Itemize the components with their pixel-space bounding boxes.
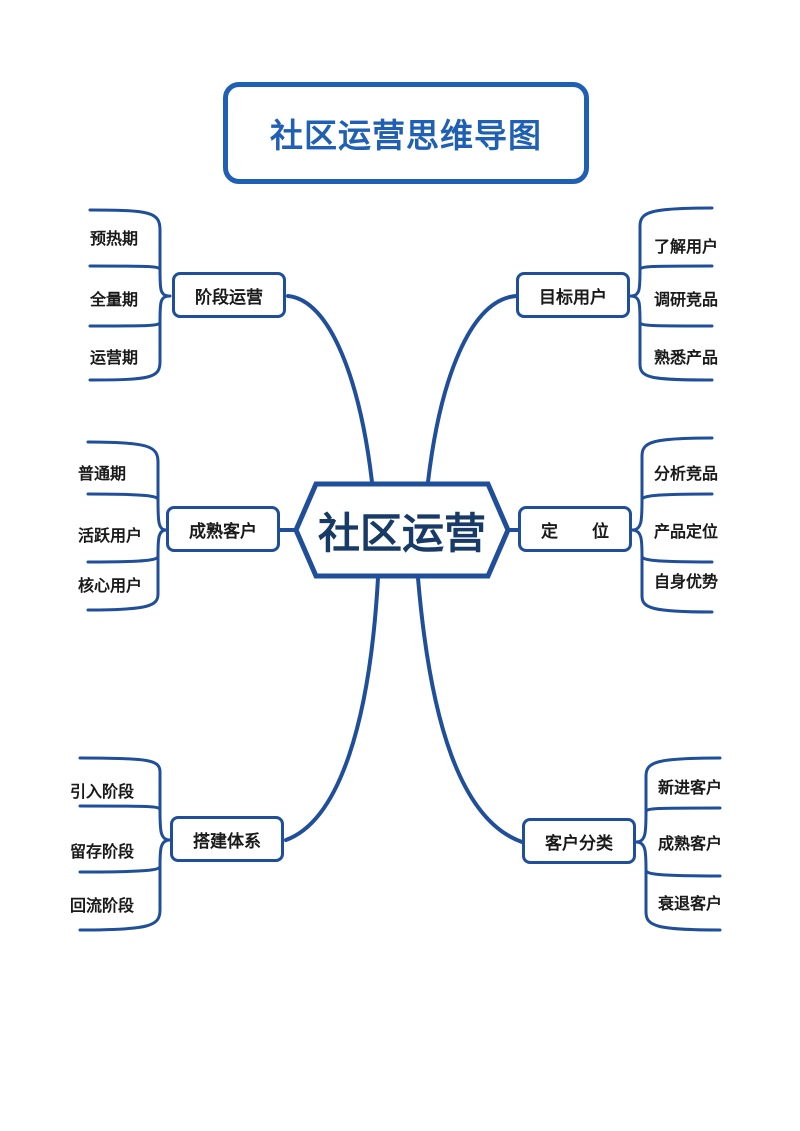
branch-target-users: 目标用户 xyxy=(516,272,630,318)
center-hexagon xyxy=(293,481,511,579)
leaf-operation: 运营期 xyxy=(90,348,139,367)
leaf-core-users: 核心用户 xyxy=(78,576,143,595)
leaf-intro-stage: 引入阶段 xyxy=(70,782,135,801)
bracket-build-system xyxy=(78,756,172,932)
branch-build-system: 搭建体系 xyxy=(170,816,284,862)
leaf-product-positioning: 产品定位 xyxy=(654,522,719,541)
branch-positioning: 定 位 xyxy=(518,506,632,552)
branch-client-types: 客户分类 xyxy=(522,818,636,864)
leaf-return-stage: 回流阶段 xyxy=(70,896,135,915)
bracket-mature-clients xyxy=(86,440,168,612)
leaf-mature-clients: 成熟客户 xyxy=(658,834,723,853)
connector-center-to-build-system xyxy=(284,576,380,842)
leaf-analyze-competitors: 分析竞品 xyxy=(654,464,719,483)
leaf-declining-clients: 衰退客户 xyxy=(658,894,723,913)
leaf-research-competitors: 调研竞品 xyxy=(654,290,719,309)
branch-mature-clients: 成熟客户 xyxy=(166,506,280,552)
leaf-know-users: 了解用户 xyxy=(654,237,719,256)
branch-stage-ops: 阶段运营 xyxy=(172,272,286,318)
connector-center-to-client-types xyxy=(416,576,524,844)
leaf-new-clients: 新进客户 xyxy=(658,778,723,797)
bracket-target-users xyxy=(628,206,714,382)
center-node-label: 社区运营 xyxy=(317,508,486,558)
leaf-normal: 普通期 xyxy=(78,464,127,483)
leaf-full-volume: 全量期 xyxy=(90,290,139,309)
leaf-active-users: 活跃用户 xyxy=(78,526,143,545)
bracket-positioning xyxy=(630,436,714,614)
bracket-client-types xyxy=(634,756,722,932)
diagram-title: 社区运营思维导图 xyxy=(223,82,589,184)
connector-center-to-target-users xyxy=(426,294,518,484)
leaf-know-product: 熟悉产品 xyxy=(654,348,719,367)
leaf-preheat: 预热期 xyxy=(90,229,139,248)
connector-center-to-stage-ops xyxy=(286,294,374,484)
leaf-own-advantages: 自身优势 xyxy=(654,572,719,591)
leaf-retention-stage: 留存阶段 xyxy=(70,842,135,861)
bracket-stage-ops xyxy=(88,208,172,382)
